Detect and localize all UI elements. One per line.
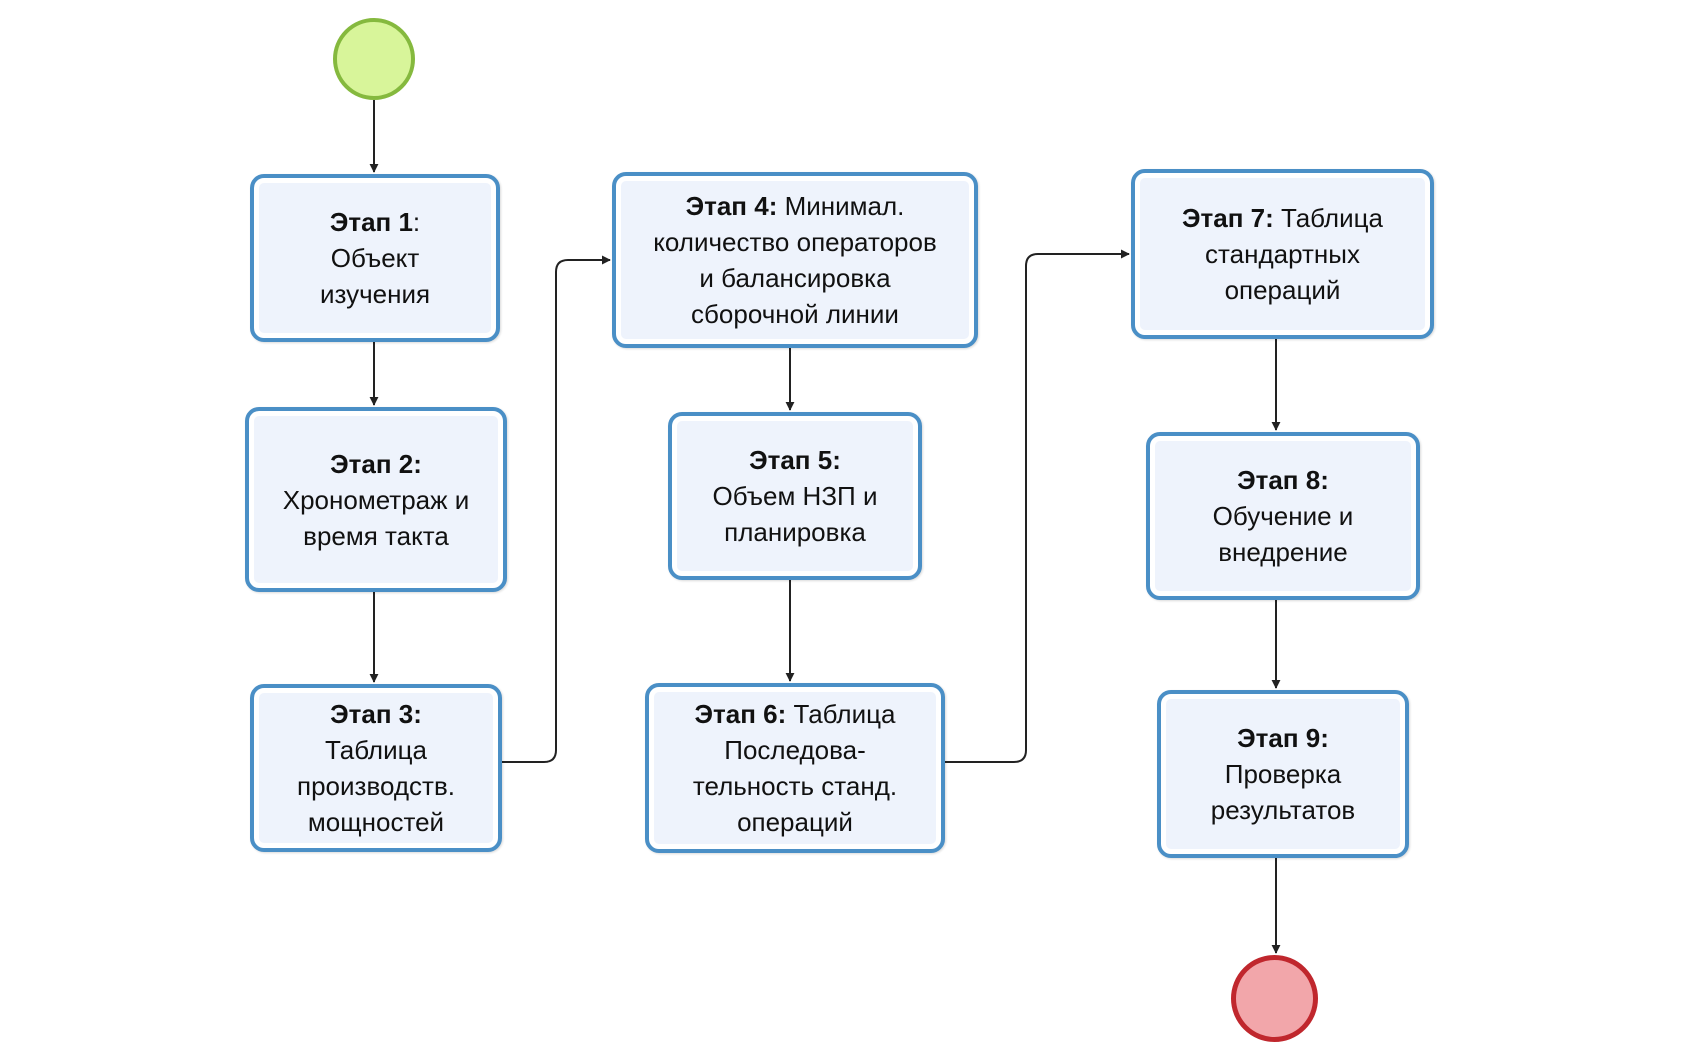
step-2-node: Этап 2: Хронометраж и время такта <box>245 407 507 592</box>
step-3-title: Этап 3: <box>330 699 422 729</box>
start-event <box>333 18 415 100</box>
step-7-title: Этап 7: <box>1182 203 1274 233</box>
step-1-title-suffix: : <box>412 207 421 237</box>
step-8-text: Этап 8: Обучение и внедрение <box>1205 462 1362 570</box>
step-6-line-1: Последова- <box>724 735 866 765</box>
step-5-node: Этап 5: Объем НЗП и планировка <box>668 412 922 580</box>
step-3-to-step-4-connector <box>502 255 611 763</box>
step-2-line-1: Хронометраж и <box>282 484 470 515</box>
step-7-node: Этап 7: Таблица стандартных операций <box>1131 169 1434 339</box>
step-2-text: Этап 2: Хронометраж и время такта <box>275 446 478 554</box>
step-5-text: Этап 5: Объем НЗП и планировка <box>705 442 886 550</box>
step-9-node: Этап 9: Проверка результатов <box>1157 690 1409 858</box>
step-3-line-3: мощностей <box>307 807 445 837</box>
step-9-title: Этап 9: <box>1237 723 1329 753</box>
step-4-line-2: и балансировка <box>699 263 891 293</box>
step-6-title-suffix: Таблица <box>786 699 896 729</box>
step-6-to-step-7-connector <box>945 249 1130 763</box>
step-3-line-2: производств. <box>297 771 455 801</box>
step-4-line-1: количество операторов <box>653 227 937 257</box>
step-8-line-2: внедрение <box>1218 537 1348 567</box>
step-1-title: Этап 1 <box>329 207 413 237</box>
step-7-title-suffix: Таблица <box>1273 203 1383 233</box>
step-1-line-2: изучения <box>319 279 431 309</box>
step-1-line-1: Объект <box>330 243 420 273</box>
step-9-line-1: Проверка <box>1224 759 1342 789</box>
step-5-line-2: планировка <box>724 517 866 547</box>
step-6-text: Этап 6: Таблица Последова- тельность ста… <box>685 696 905 840</box>
step-9-line-2: результатов <box>1210 795 1356 825</box>
step-8-line-1: Обучение и <box>1212 501 1354 531</box>
step-4-title-suffix: Минимал. <box>777 191 905 221</box>
step-4-text: Этап 4: Минимал. количество операторов и… <box>645 188 945 332</box>
step-3-line-1: Таблица <box>325 735 427 765</box>
step-4-line-3: сборочной линии <box>691 299 899 329</box>
step-1-text: Этап 1: Объект изучения <box>312 204 438 312</box>
step-8-node: Этап 8: Обучение и внедрение <box>1146 432 1420 600</box>
step-2-line-2: время такта <box>303 520 449 551</box>
step-7-line-1: стандартных <box>1205 239 1360 269</box>
step-7-line-2: операций <box>1224 275 1341 305</box>
step-3-node: Этап 3: Таблица производств. мощностей <box>250 684 502 852</box>
step-3-text: Этап 3: Таблица производств. мощностей <box>289 696 463 840</box>
step-5-line-1: Объем НЗП и <box>712 481 878 511</box>
step-4-node: Этап 4: Минимал. количество операторов и… <box>612 172 978 348</box>
step-1-node: Этап 1: Объект изучения <box>250 174 500 342</box>
step-6-node: Этап 6: Таблица Последова- тельность ста… <box>645 683 945 853</box>
step-6-line-2: тельность станд. <box>692 771 898 801</box>
step-7-text: Этап 7: Таблица стандартных операций <box>1174 200 1391 308</box>
step-9-text: Этап 9: Проверка результатов <box>1203 720 1364 828</box>
step-6-line-3: операций <box>737 807 853 837</box>
end-event <box>1231 955 1318 1042</box>
step-2-title: Этап 2: <box>330 448 422 479</box>
step-5-title: Этап 5: <box>749 445 841 475</box>
step-6-title: Этап 6: <box>694 699 787 729</box>
step-4-title: Этап 4: <box>685 191 778 221</box>
step-8-title: Этап 8: <box>1237 465 1329 495</box>
